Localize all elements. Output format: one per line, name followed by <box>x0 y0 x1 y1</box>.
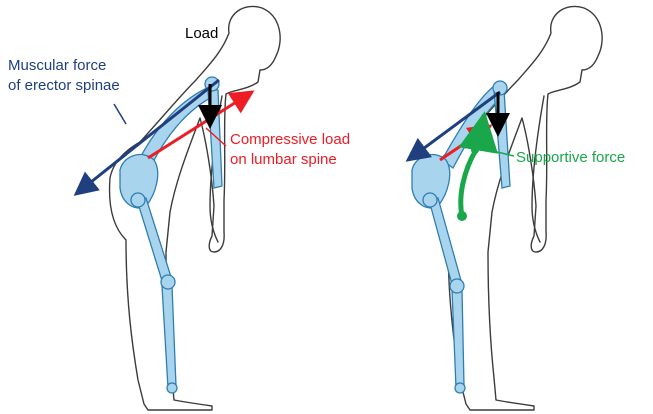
muscular-label-leader <box>114 104 126 124</box>
left-ankle-joint <box>167 383 177 393</box>
supportive-force-label: Supportive force <box>516 149 625 166</box>
compressive-load-label-line1: Compressive load <box>230 131 350 148</box>
load-label: Load <box>185 25 218 42</box>
right-hip-joint <box>423 193 437 207</box>
compressive-load-label-line2: on lumbar spine <box>230 151 337 168</box>
supportive-force-mid-node <box>471 146 479 154</box>
supportive-force-origin <box>457 211 467 221</box>
right-tibia <box>452 290 464 388</box>
left-knee-joint <box>161 275 175 289</box>
right-ankle-joint <box>455 383 465 393</box>
right-upper-arm <box>494 90 510 188</box>
right-femur <box>429 198 462 288</box>
right-arm-line <box>532 96 544 242</box>
right-figure <box>408 6 602 410</box>
muscular-force-label-line2: of erector spinae <box>8 77 120 94</box>
left-figure <box>76 6 280 410</box>
muscular-force-label-line1: Muscular force <box>8 57 106 74</box>
left-tibia <box>162 286 176 388</box>
left-hip-joint <box>131 193 145 207</box>
right-knee-joint <box>450 279 464 293</box>
